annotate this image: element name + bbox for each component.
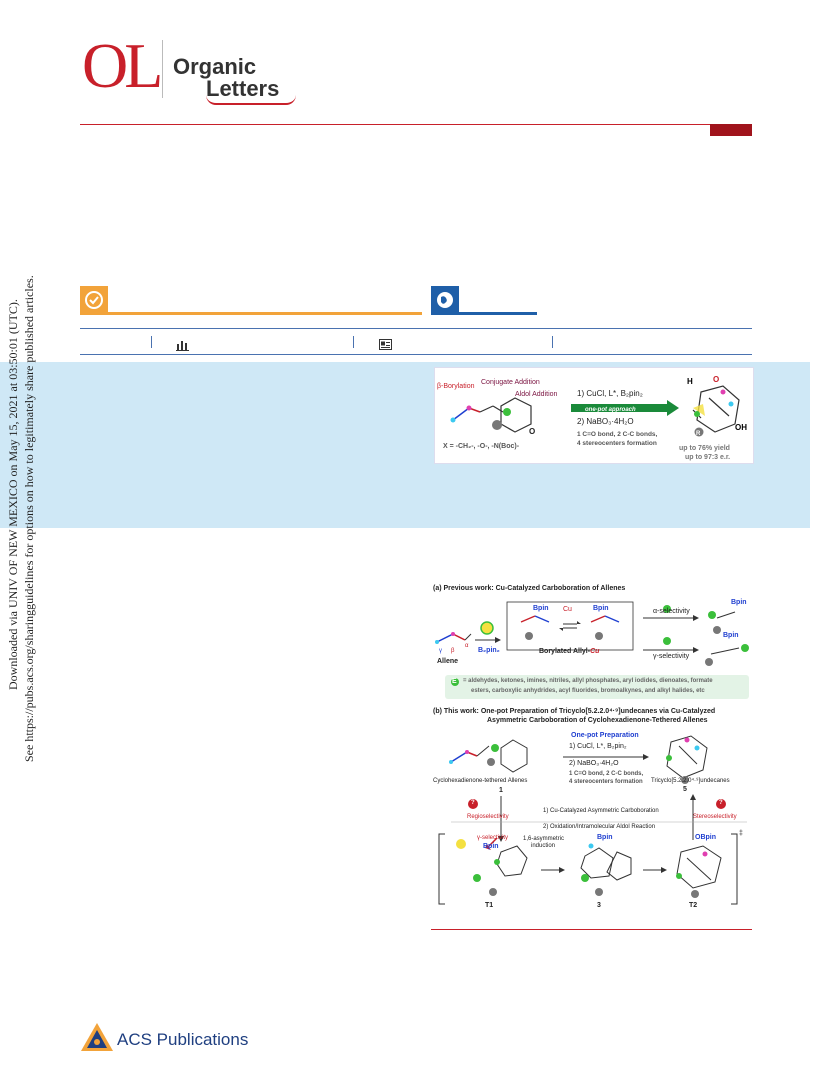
toc-label-beta-borylation: β-Borylation: [437, 383, 475, 390]
toc-conditions-1: 1) CuCl, L*, B₂pin₂: [577, 389, 643, 398]
question-badge-right: ?: [719, 800, 723, 806]
part-b-title-line2: Asymmetric Carboboration of Cyclohexadie…: [487, 717, 708, 724]
electrophiles-line2: esters, carboxylic anhydrides, acyl fluo…: [471, 688, 705, 694]
bonds-line1: 1 C=O bond, 2 C-C bonds,: [569, 771, 644, 777]
article-recommendations-icon[interactable]: [379, 338, 393, 356]
int3-label: 3: [597, 902, 601, 909]
b2pin2-label: B₂pin₂: [478, 647, 500, 654]
cu-catalyst-badge: [480, 621, 494, 635]
toc-label-conjugate-addition: Conjugate Addition: [481, 379, 540, 386]
toc-bonds-line2: 4 stereocenters formation: [577, 440, 657, 447]
product-structure: [666, 735, 708, 784]
onepot-label: One-pot Preparation: [571, 732, 639, 739]
starting-material-number: 1: [499, 787, 503, 794]
download-notice-line1: Downloaded via UNIV OF NEW MEXICO on May…: [6, 299, 20, 690]
metrics-separator: [151, 336, 152, 348]
regioselectivity-label: Regioselectivity: [467, 814, 509, 820]
allene-label: Allene: [437, 658, 459, 665]
toc-label-aldol-addition: Aldol Addition: [515, 391, 558, 398]
gamma-selectivity-short: γ-selectivity: [477, 835, 509, 841]
toc-oh-label: OH: [735, 423, 747, 432]
question-badge-left: ?: [471, 800, 475, 806]
toc-conditions-2: 2) NaBO₃·4H₂O: [577, 417, 634, 426]
alpha-selectivity-label: α-selectivity: [653, 608, 690, 615]
starting-material-structure: [449, 739, 528, 773]
bpin-label-2: Bpin: [593, 605, 609, 612]
toc-graphic: β-Borylation Conjugate Addition Aldol Ad…: [434, 367, 754, 464]
journal-name-line2: Letters: [206, 76, 280, 101]
dagger-symbol: ‡: [739, 830, 743, 837]
product-bpin-label-2: Bpin: [723, 632, 739, 639]
figure-bottom-rule: [431, 929, 752, 930]
metrics-rule-top: [80, 328, 752, 329]
gamma-selectivity-label: γ-selectivity: [653, 653, 690, 660]
toc-o-label: O: [529, 427, 535, 436]
scheme-figure: (a) Previous work: Cu-Catalyzed Carbobor…: [431, 582, 753, 928]
induction-line1: 1,6-asymmetric: [523, 836, 565, 842]
toc-product-o-label: O: [713, 375, 719, 384]
download-notice-line2: See https://pubs.acs.org/sharingguidelin…: [22, 275, 36, 762]
starting-material-label: Cyclohexadienone-tethered Allenes: [433, 778, 528, 784]
metrics-separator: [353, 336, 354, 348]
metrics-separator: [552, 336, 553, 348]
t2-obpin-label: OBpin: [695, 834, 716, 841]
toc-r-label: R: [696, 431, 701, 437]
electrophile-box: [445, 675, 749, 699]
journal-name-line1: Organic: [173, 54, 257, 79]
product-label: Tricyclo[5.2.2.0⁴·⁹]undecanes: [651, 778, 730, 784]
product-number: 5: [683, 786, 687, 793]
toc-allene-structure: [450, 397, 532, 433]
allene-structure: β α γ: [435, 632, 472, 654]
toc-x-definition: X = -CH₂-, -O-, -N(Boc)-: [443, 443, 520, 450]
toc-reaction-arrow: [571, 400, 679, 416]
header-rule: [80, 124, 752, 125]
journal-logo-letters: OL: [82, 30, 163, 101]
step2-label: 2) Oxidation/Intramolecular Aldol Reacti…: [543, 824, 656, 830]
product-bpin-label-1: Bpin: [731, 599, 747, 606]
header-badge: [710, 124, 752, 136]
borylated-allyl-label: Borylated Allyl-Cu: [539, 648, 600, 655]
publisher-name: ACS Publications: [117, 1030, 249, 1049]
conditions-step2: 2) NaBO₃·4H₂O: [569, 760, 619, 767]
bar-chart-icon[interactable]: [176, 338, 190, 356]
step1-label: 1) Cu-Catalyzed Asymmetric Carboboration: [543, 808, 659, 814]
bpin-label-1: Bpin: [533, 605, 549, 612]
bonds-line2: 4 stereocenters formation: [569, 779, 643, 785]
toc-bonds-line1: 1 C=O bond, 2 C-C bonds,: [577, 431, 658, 438]
e-badge-letter: E: [452, 678, 457, 685]
acs-logo-icon: [80, 1022, 114, 1057]
conditions-step1: 1) CuCl, L*, B₂pin₂: [569, 743, 627, 750]
cu-label: Cu: [563, 606, 572, 613]
t1-label: T1: [485, 902, 494, 909]
toc-product-structure: [692, 385, 740, 437]
part-b-title-line1: (b) This work: One-pot Preparation of Tr…: [433, 708, 716, 715]
svg-text:β: β: [451, 648, 455, 654]
toc-yield: up to 76% yield: [679, 445, 730, 452]
toc-er: up to 97:3 e.r.: [685, 454, 730, 461]
part-a-title: (a) Previous work: Cu-Catalyzed Carbobor…: [433, 585, 626, 592]
electrophiles-line1: = aldehydes, ketones, imines, nitriles, …: [463, 678, 713, 684]
borylated-allyl-box: [506, 601, 634, 651]
t2-label: T2: [689, 902, 698, 909]
checkmark-icon[interactable]: [80, 286, 108, 314]
metrics-rule-bottom: [80, 354, 752, 355]
int3-bpin-label: Bpin: [597, 834, 613, 841]
access-rule: [80, 312, 422, 315]
toc-arrow-label: one-pot approach: [585, 407, 636, 413]
open-access-rule: [431, 312, 537, 315]
svg-text:γ: γ: [439, 648, 442, 654]
logo-divider: [162, 40, 163, 98]
stereoselectivity-label: Stereoselectivity: [693, 814, 737, 820]
induction-line2: induction: [531, 843, 556, 849]
globe-icon[interactable]: [431, 286, 459, 314]
t1-bpin-label: Bpin: [483, 843, 499, 850]
logo-swoosh: [206, 95, 296, 105]
toc-h-label: H: [687, 377, 693, 386]
svg-text:α: α: [465, 643, 469, 649]
